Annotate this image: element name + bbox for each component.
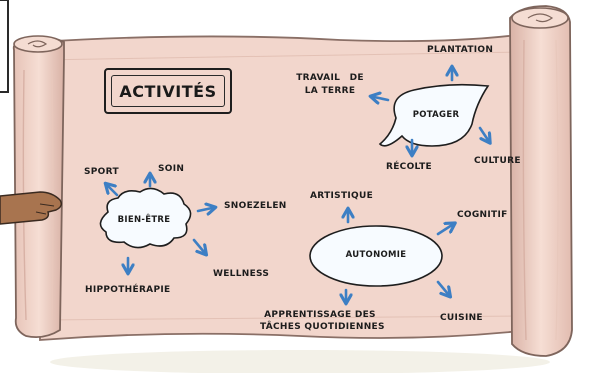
- taches-quotidiennes-label: TÂCHES QUOTIDIENNES: [260, 322, 385, 332]
- arrow-to-snoezelen: [196, 208, 212, 211]
- autonomie-ellipse: [309, 225, 443, 287]
- hippotherapie-label: HIPPOTHÉRAPIE: [85, 285, 171, 295]
- autonomie-label: AUTONOMIE: [345, 250, 407, 260]
- right-scroll-roll: [509, 5, 573, 357]
- snoezelen-label: SNOEZELEN: [224, 201, 287, 211]
- recolte-label: RÉCOLTE: [386, 162, 432, 172]
- apprentissage-label: APPRENTISSAGE DES: [264, 310, 376, 320]
- arrow-to-sport: [108, 186, 119, 197]
- arrow-to-cuisine: [436, 280, 448, 294]
- sport-label: SPORT: [84, 167, 119, 177]
- bien-etre-cloud: [99, 187, 192, 249]
- signpost-box: [0, 0, 9, 93]
- culture-label: CULTURE: [474, 156, 521, 166]
- arrow-to-travail: [374, 97, 390, 100]
- bien-etre-label: BIEN-ÊTRE: [117, 215, 171, 225]
- cuisine-label: CUISINE: [440, 313, 483, 323]
- cognitif-label: COGNITIF: [457, 210, 508, 220]
- arrow-to-culture: [478, 126, 488, 140]
- arrows: [108, 70, 488, 300]
- travail-label: TRAVAIL DE: [296, 73, 364, 83]
- soin-label: SOIN: [158, 164, 185, 174]
- title-box: ACTIVITÉS: [104, 68, 232, 114]
- left-scroll-roll: [12, 35, 65, 339]
- potager-label: POTAGER: [412, 110, 460, 120]
- wellness-label: WELLNESS: [213, 269, 270, 279]
- la-terre-label: LA TERRE: [304, 86, 356, 96]
- pointing-hand-icon: [0, 191, 63, 225]
- potager-leaf: [378, 83, 490, 147]
- plantation-label: PLANTATION: [427, 45, 494, 55]
- arrow-to-cognitif: [436, 225, 452, 236]
- arrow-to-wellness: [192, 238, 204, 252]
- artistique-label: ARTISTIQUE: [310, 191, 374, 201]
